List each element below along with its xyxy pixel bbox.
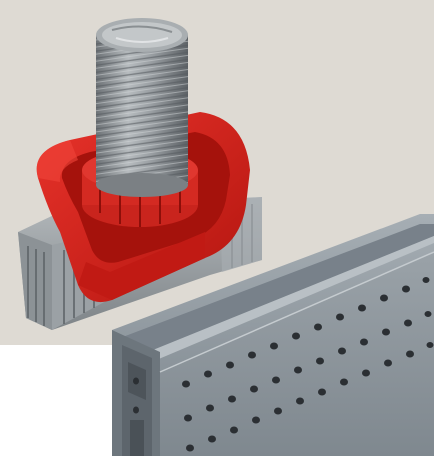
- perforation-holes: [133, 277, 434, 452]
- channel-nut-assembly: [18, 18, 262, 330]
- bolt-icon: [96, 18, 188, 197]
- strut-channel: [112, 214, 434, 456]
- channel-side-face: [160, 252, 434, 456]
